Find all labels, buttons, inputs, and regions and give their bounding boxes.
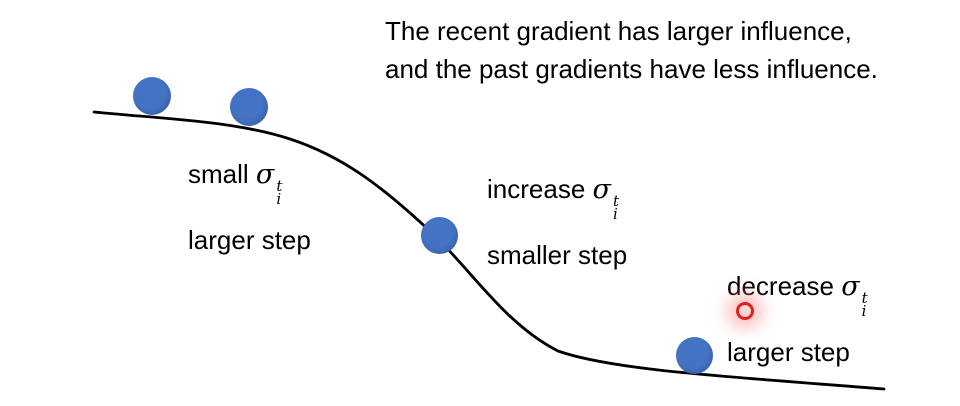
caption-line-1: The recent gradient has larger influence… (385, 16, 852, 46)
sigma-superscript: t (612, 192, 619, 210)
label-small-prefix: small (188, 159, 256, 189)
sigma-subscript: i (276, 190, 282, 208)
laser-pointer-dot-icon (736, 302, 754, 320)
ball-top-left-1 (133, 77, 171, 115)
sigma-subscript: i (861, 302, 867, 320)
ball-bottom (676, 337, 713, 374)
label-increase-prefix: increase (487, 174, 593, 204)
label-small-line2: larger step (188, 225, 311, 255)
caption-text: The recent gradient has larger influence… (385, 12, 878, 88)
ball-top-left-2 (230, 88, 268, 126)
label-increase-line2: smaller step (487, 240, 628, 270)
sigma-superscript: t (276, 177, 283, 195)
ball-mid-slope (421, 217, 458, 254)
caption-line-2: and the past gradients have less influen… (385, 54, 878, 84)
sigma-symbol: σ (592, 174, 611, 205)
sigma-subscript: i (612, 205, 618, 223)
sigma-symbol: σ (841, 271, 860, 302)
sigma-symbol: σ (255, 159, 275, 190)
label-decrease-line2: larger step (727, 337, 850, 367)
label-decrease-prefix: decrease (727, 271, 842, 301)
sigma-superscript: t (861, 289, 868, 307)
